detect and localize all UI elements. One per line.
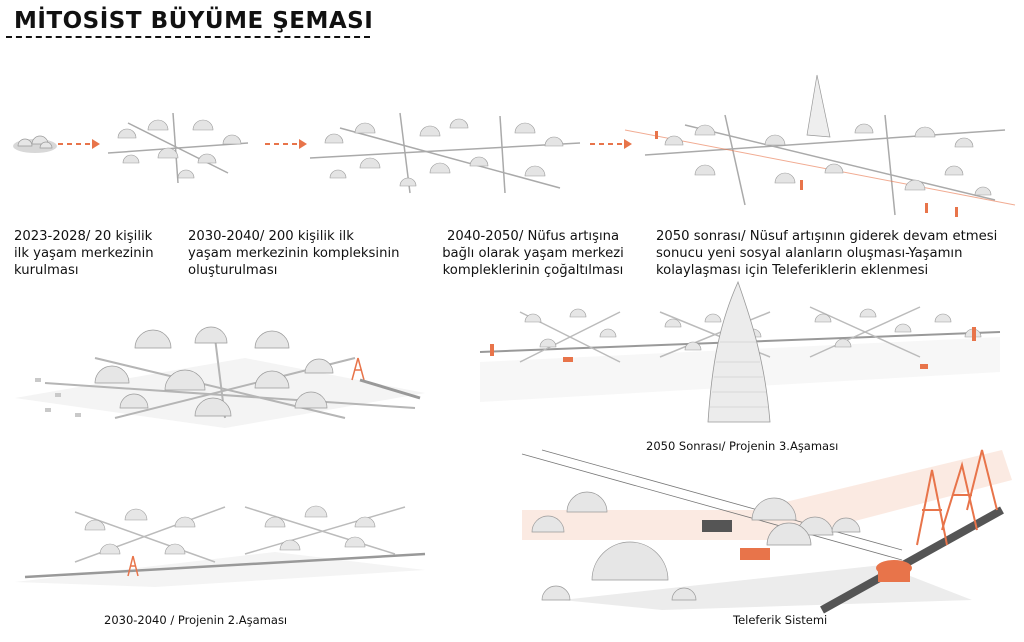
stage-4-city-with-tower xyxy=(624,74,1016,217)
stage-1-cluster xyxy=(13,135,57,153)
phase-2-caption: 2030-2040 / Projenin 2.Aşaması xyxy=(104,613,288,627)
stage-3-description: 2040-2050/ Nüfus artışına bağlı olarak y… xyxy=(442,229,624,278)
page-title: MİTOSİST BÜYÜME ŞEMASI xyxy=(14,8,374,34)
stage-3-complexes xyxy=(309,112,581,194)
growth-arrow-2 xyxy=(265,139,307,149)
phase-2-render-upper xyxy=(15,326,425,428)
title-underline xyxy=(6,36,370,38)
phase-3-caption: 2050 Sonrası/ Projenin 3.Aşaması xyxy=(646,439,839,453)
phase-2-render-lower xyxy=(15,505,426,587)
growth-arrow-3 xyxy=(590,139,632,149)
growth-arrow-1 xyxy=(58,139,100,149)
stage-2-description: 2030-2040/ 200 kişilik ilk yaşam merkezi… xyxy=(188,229,400,278)
cable-car-render xyxy=(521,449,1012,614)
stage-1-description: 2023-2028/ 20 kişilik ilk yaşam merkezin… xyxy=(14,229,154,278)
stage-4-description: 2050 sonrası/ Nüsuf artışının giderek de… xyxy=(656,229,998,278)
cable-car-caption: Teleferik Sistemi xyxy=(733,613,828,627)
stage-2-complex xyxy=(107,112,249,184)
phase-3-render xyxy=(479,280,1001,423)
